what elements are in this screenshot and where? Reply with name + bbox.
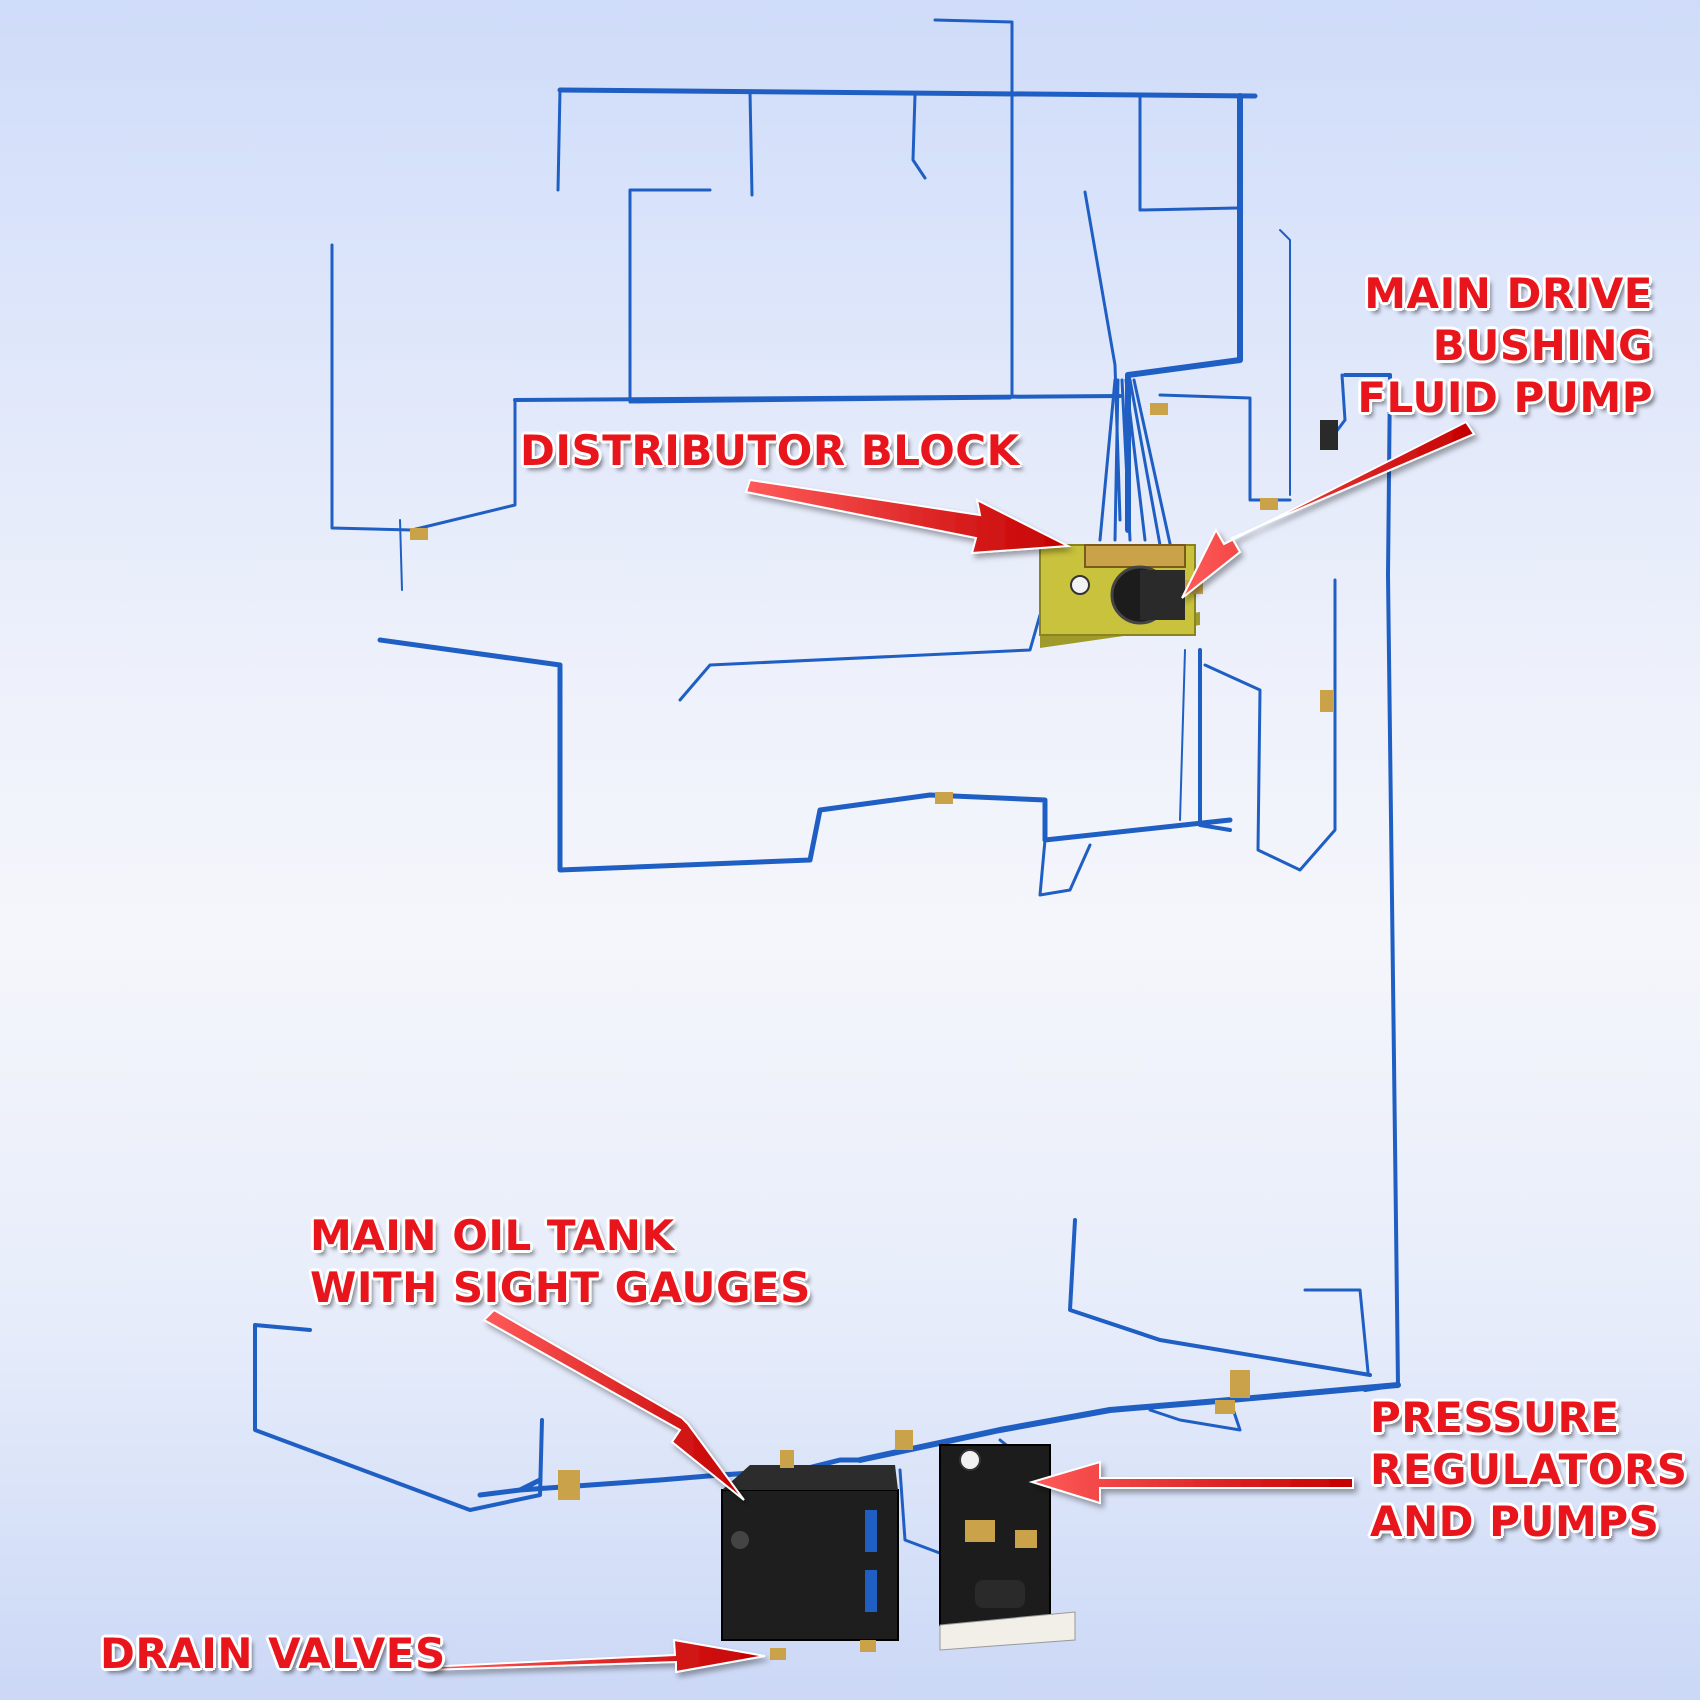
label-line: REGULATORS (1370, 1445, 1688, 1494)
fitting (1320, 420, 1338, 450)
pipe-right-drop (1343, 373, 1400, 1392)
regulator-gauge (959, 1449, 981, 1471)
sight-gauge-2 (865, 1570, 877, 1612)
pipe-top-branch-2 (911, 93, 927, 180)
pipe-right-loop (1138, 94, 1239, 212)
distributor-block (1084, 544, 1186, 568)
pipe-bottom-reg-2 (1148, 1398, 1242, 1432)
pipe-bottom-left-2 (477, 1472, 723, 1498)
pipe-fan-3 (1120, 378, 1132, 542)
pipe-right-loop-2 (1203, 578, 1337, 872)
pump-motor-body (1140, 570, 1185, 620)
pipe-right-mid (1158, 393, 1292, 502)
pipe-bottom-loop (1068, 1218, 1372, 1377)
label-line: AND PUMPS (1370, 1497, 1660, 1546)
pipe-top-riser (933, 18, 1014, 397)
regulator-valve-1 (965, 1520, 995, 1542)
pipe-top-branch-1 (748, 90, 754, 197)
pipe-bottom-main (857, 1382, 1401, 1463)
sight-gauge-1 (865, 1510, 877, 1552)
pump-assembly (1039, 544, 1203, 648)
fitting (1230, 1370, 1250, 1398)
pipe-top-left-drop (556, 88, 562, 192)
fitting (410, 528, 428, 540)
pipe-fan-5 (1128, 378, 1162, 547)
pipe-mid-right-2 (1179, 649, 1186, 821)
label-line: MAIN DRIVE (1364, 269, 1653, 318)
pipe-mid-leg (1038, 838, 1092, 897)
drain-valve-2 (860, 1640, 876, 1652)
arrow-main-drive (1181, 420, 1476, 599)
piping-network (253, 18, 1401, 1557)
fitting (1320, 690, 1334, 712)
pipe-top-header (557, 87, 1258, 99)
pipe-mid-right (1198, 648, 1232, 832)
fitting (558, 1470, 580, 1500)
label-main-drive-bushing-fluid-pump: MAIN DRIVE BUSHING FLUID PUMP (1357, 268, 1653, 424)
tank-cap (731, 1531, 749, 1549)
pipe-right-trunk (1125, 93, 1243, 533)
pipe-bottom-reg (898, 1468, 947, 1557)
tank-fitting (780, 1450, 794, 1468)
pipe-bottom-left (253, 1323, 544, 1512)
pipe-inner-loop (628, 188, 1012, 404)
callout-arrows (424, 420, 1476, 1674)
tank-top (722, 1465, 898, 1490)
label-drain-valves: DRAIN VALVES (100, 1628, 446, 1680)
pressure-regulator-panel (939, 1444, 1076, 1651)
arrow-pressure (1028, 1460, 1354, 1505)
arrow-drain (424, 1638, 766, 1674)
fitting (1215, 1400, 1235, 1414)
arrow-distributor (744, 478, 1072, 555)
main-oil-tank (721, 1450, 899, 1641)
label-line: DRAIN VALVES (100, 1629, 446, 1678)
pipe-fan-2 (1113, 378, 1120, 542)
fitting (1260, 498, 1278, 510)
fitting (1150, 403, 1168, 415)
drain-valve-1 (770, 1648, 786, 1660)
label-pressure-regulators-and-pumps: PRESSURE REGULATORS AND PUMPS (1370, 1392, 1688, 1548)
pipe-left-line (513, 394, 1122, 402)
label-line: DISTRIBUTOR BLOCK (520, 426, 1020, 475)
pipe-mid-left (377, 637, 1233, 873)
pipe-fan-1 (1098, 378, 1117, 542)
label-line: FLUID PUMP (1357, 373, 1653, 422)
pipe-left-vert (330, 243, 517, 532)
arrow-oil-tank (482, 1308, 745, 1501)
fitting (895, 1430, 913, 1450)
drain-valves (770, 1640, 876, 1660)
regulator-base (939, 1611, 1076, 1651)
label-distributor-block: DISTRIBUTOR BLOCK (520, 425, 1020, 477)
label-line: WITH SIGHT GAUGES (310, 1263, 811, 1312)
fittings (410, 403, 1338, 1500)
regulator-pump (975, 1580, 1025, 1608)
pipe-diag-1 (1083, 190, 1122, 522)
pipe-right-mid-2 (1279, 229, 1291, 496)
label-line: MAIN OIL TANK (310, 1211, 675, 1260)
label-main-oil-tank: MAIN OIL TANK WITH SIGHT GAUGES (310, 1210, 811, 1314)
pipe-mid-left-2 (678, 613, 1042, 702)
pressure-gauge-top (1070, 575, 1090, 595)
pipe-left-stub (399, 519, 403, 591)
fitting (935, 792, 953, 804)
regulator-valve-2 (1015, 1530, 1037, 1548)
label-line: BUSHING (1432, 321, 1653, 370)
label-line: PRESSURE (1370, 1393, 1620, 1442)
pipe-bottom-loop-2 (1303, 1288, 1370, 1374)
pipe-fan-4 (1124, 378, 1147, 542)
